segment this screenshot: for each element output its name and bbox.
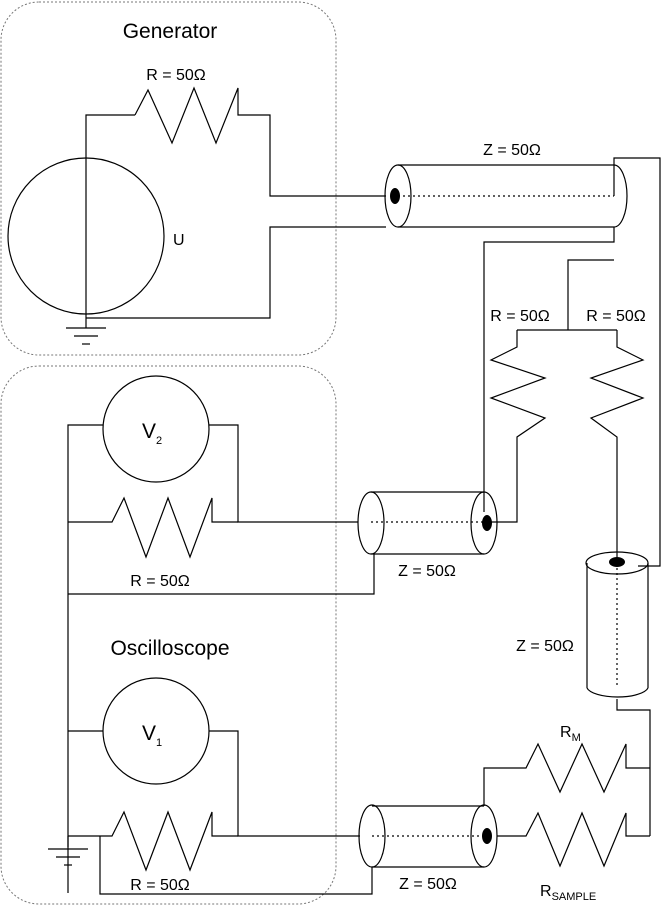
coax-middle: [357, 491, 498, 555]
v2-right-wire: [209, 424, 358, 523]
r-split-left-label: R = 50Ω: [490, 308, 550, 325]
rsample-label: RSAMPLE: [540, 883, 596, 903]
r-v2-label: R = 50Ω: [130, 573, 190, 590]
r-split-right-label: R = 50Ω: [586, 308, 646, 325]
ground-icon: [48, 836, 88, 866]
generator-label: Generator: [123, 20, 218, 43]
v1-meter-label: V1: [142, 722, 162, 749]
z-bottom-label: Z = 50Ω: [399, 876, 457, 893]
split-left-resistor: [489, 330, 547, 523]
coax-vertical: [585, 551, 649, 698]
ground-icon: [66, 318, 106, 345]
v1-return-wire: [99, 836, 373, 895]
oscilloscope-box: [0, 365, 337, 905]
top-coax-shield-wire: [613, 157, 661, 567]
r-generator-label: R = 50Ω: [146, 67, 206, 84]
v2-meter-circle: [102, 375, 210, 483]
split-right-resistor: [589, 330, 645, 565]
v2-meter-label: V2: [142, 420, 162, 447]
vertical-coax-output-wire: [616, 699, 651, 836]
z-top-label: Z = 50Ω: [483, 142, 541, 159]
generator-source-wire: [85, 114, 135, 318]
rsample-resistor: [497, 811, 650, 868]
rm-resistor: [483, 742, 650, 806]
top-coax-return-wire: [483, 227, 615, 512]
v2-left-wire: [67, 424, 103, 893]
source-label: U: [173, 232, 185, 249]
split-top-wire: [567, 259, 614, 330]
z-vertical-label: Z = 50Ω: [516, 638, 574, 655]
coax-top: [384, 164, 628, 228]
z-middle-label: Z = 50Ω: [398, 563, 456, 580]
coax-bottom: [358, 804, 498, 868]
v2-return-wire: [68, 554, 375, 595]
generator-resistor: [134, 86, 386, 197]
v1-right-wire: [209, 730, 360, 837]
v2-resistor: [68, 496, 238, 559]
oscilloscope-label: Oscilloscope: [110, 637, 229, 660]
generator-return-wire: [86, 226, 386, 319]
v1-resistor: [68, 810, 238, 872]
rm-label: RM: [560, 724, 581, 744]
generator-box: [0, 1, 337, 356]
r-v1-label: R = 50Ω: [130, 877, 190, 894]
